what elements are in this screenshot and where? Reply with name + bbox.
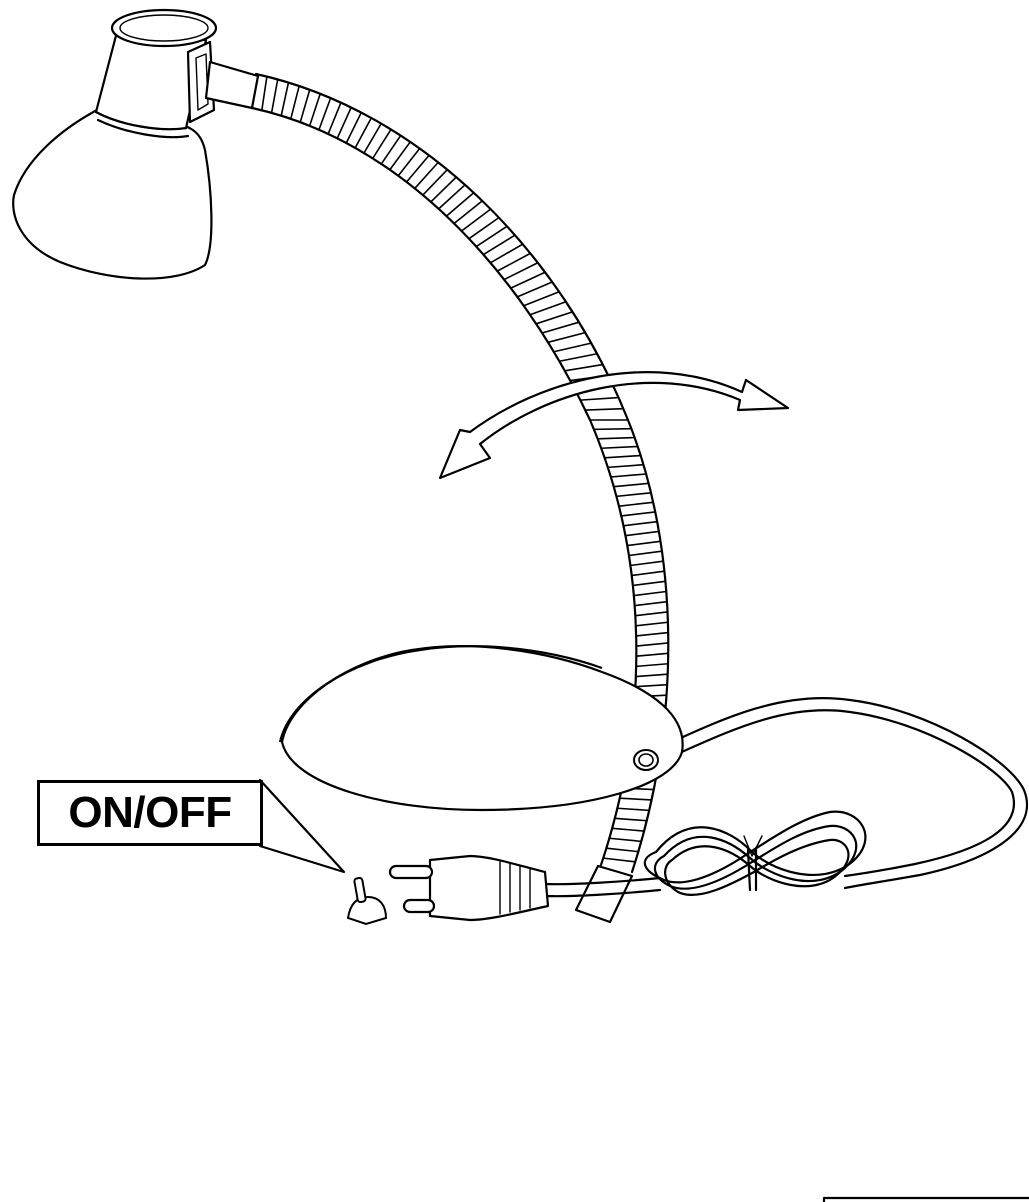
coil-ring [363,123,382,154]
coil-ring [635,673,668,678]
coil-ring [345,112,362,144]
coil-ring [405,154,430,183]
coil-ring [517,281,553,298]
coil-ring [510,271,546,289]
coil-ring [614,817,647,822]
coil-ring [475,225,508,248]
coil-ring [601,445,638,450]
coil-ring [633,590,667,597]
coil-ring [613,482,649,488]
coil-ring [585,407,624,411]
coil-ring [453,200,483,225]
coil-ring [580,396,619,401]
coil-ring [636,642,669,647]
coil-ring [438,184,466,210]
cord-coil [643,810,867,897]
coil-ring [607,463,644,469]
coil-ring [636,631,669,637]
coil-ring [547,331,586,344]
coil-ring [564,363,603,372]
coil-ring [632,580,666,587]
coil-ring [636,652,669,658]
coil-ring [597,436,635,440]
coil-ring [468,216,500,240]
coil-ring [617,807,650,812]
power-cord [543,696,1029,898]
coil-ring [372,129,392,159]
coil-ring [603,857,636,863]
coil-ring [290,85,300,119]
rotation-arrow [438,371,790,480]
coil-ring [529,301,567,316]
coil-ring [616,492,652,498]
coil-ring [397,148,421,177]
coil-ring [380,135,402,165]
coil-ring [621,511,656,517]
coil-ring [461,208,492,232]
coil-ring [630,560,664,567]
coil-ring [612,827,645,832]
coil-ring [619,797,652,801]
coil-ring [606,847,639,853]
coil-ring [636,662,669,668]
coil-ring [299,89,311,123]
coil-ring [503,262,539,281]
coil-ring [490,243,524,264]
coil-ring [422,169,448,196]
coil-ring [609,837,642,843]
coil-ring [559,352,598,363]
coil-ring [389,141,411,171]
coil-ring [610,473,647,478]
coil-ring [318,97,332,131]
coil-ring [496,252,531,272]
coil-ring [354,117,372,149]
coil-ring [553,342,592,353]
coil-ring [270,79,279,113]
on-off-label-box: ON/OFF [37,780,263,846]
coil-ring [430,176,457,203]
coil-ring [623,520,658,527]
coil-ring [482,234,516,256]
coil-ring [541,321,580,334]
coil-ring [327,102,342,135]
coil-ring [628,550,663,557]
coil-ring [261,76,268,111]
coil-ring [625,530,659,537]
lamp-shade [12,8,260,280]
coil-ring [618,501,654,507]
coil-ring [523,291,560,307]
coil-ring [635,611,668,617]
coil-ring [445,192,475,217]
coil-ring [634,600,668,607]
on-off-label: ON/OFF [68,788,232,837]
coil-ring [336,107,352,139]
coil-ring [635,621,669,627]
plug [388,854,550,922]
coil-ring [604,454,641,459]
coil-ring [593,427,632,431]
coil-ring [627,540,661,547]
coil-ring [631,570,665,577]
coil-ring [308,93,321,127]
coil-ring [414,161,439,189]
coil-ring [280,82,290,116]
page-corner-box [822,1196,1029,1202]
coil-ring [535,311,573,325]
coil-ring [635,683,668,688]
